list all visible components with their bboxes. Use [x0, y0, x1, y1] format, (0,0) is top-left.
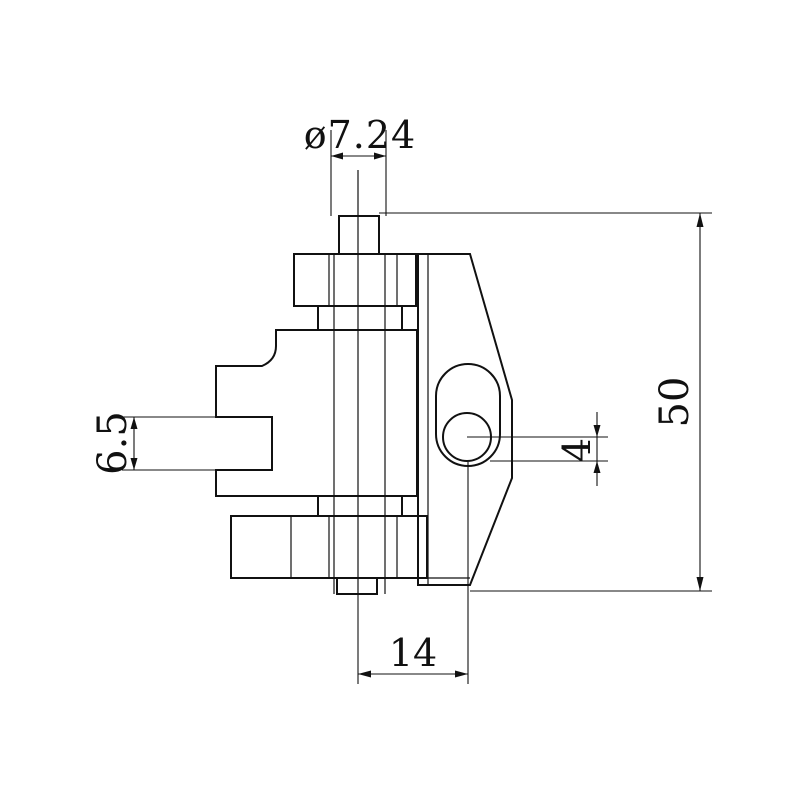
pin-offset-label: 4	[555, 438, 599, 462]
side-bracket	[417, 253, 513, 586]
dimension-bore-diameter: ø7.24	[304, 113, 417, 216]
dimension-overall-height: 50	[379, 212, 712, 592]
dimension-slot-width: 6.5	[90, 411, 272, 475]
bore-diameter-label: ø7.24	[304, 113, 417, 157]
main-body	[215, 329, 418, 497]
base-length-label: 14	[389, 631, 437, 675]
shaft-bottom-stub	[336, 577, 378, 595]
dimension-base-length: 14	[357, 462, 469, 684]
dimension-pin-offset: 4	[467, 412, 608, 486]
overall-height-label: 50	[652, 377, 698, 428]
slot-width-label: 6.5	[90, 411, 136, 475]
part-outline	[215, 170, 513, 595]
